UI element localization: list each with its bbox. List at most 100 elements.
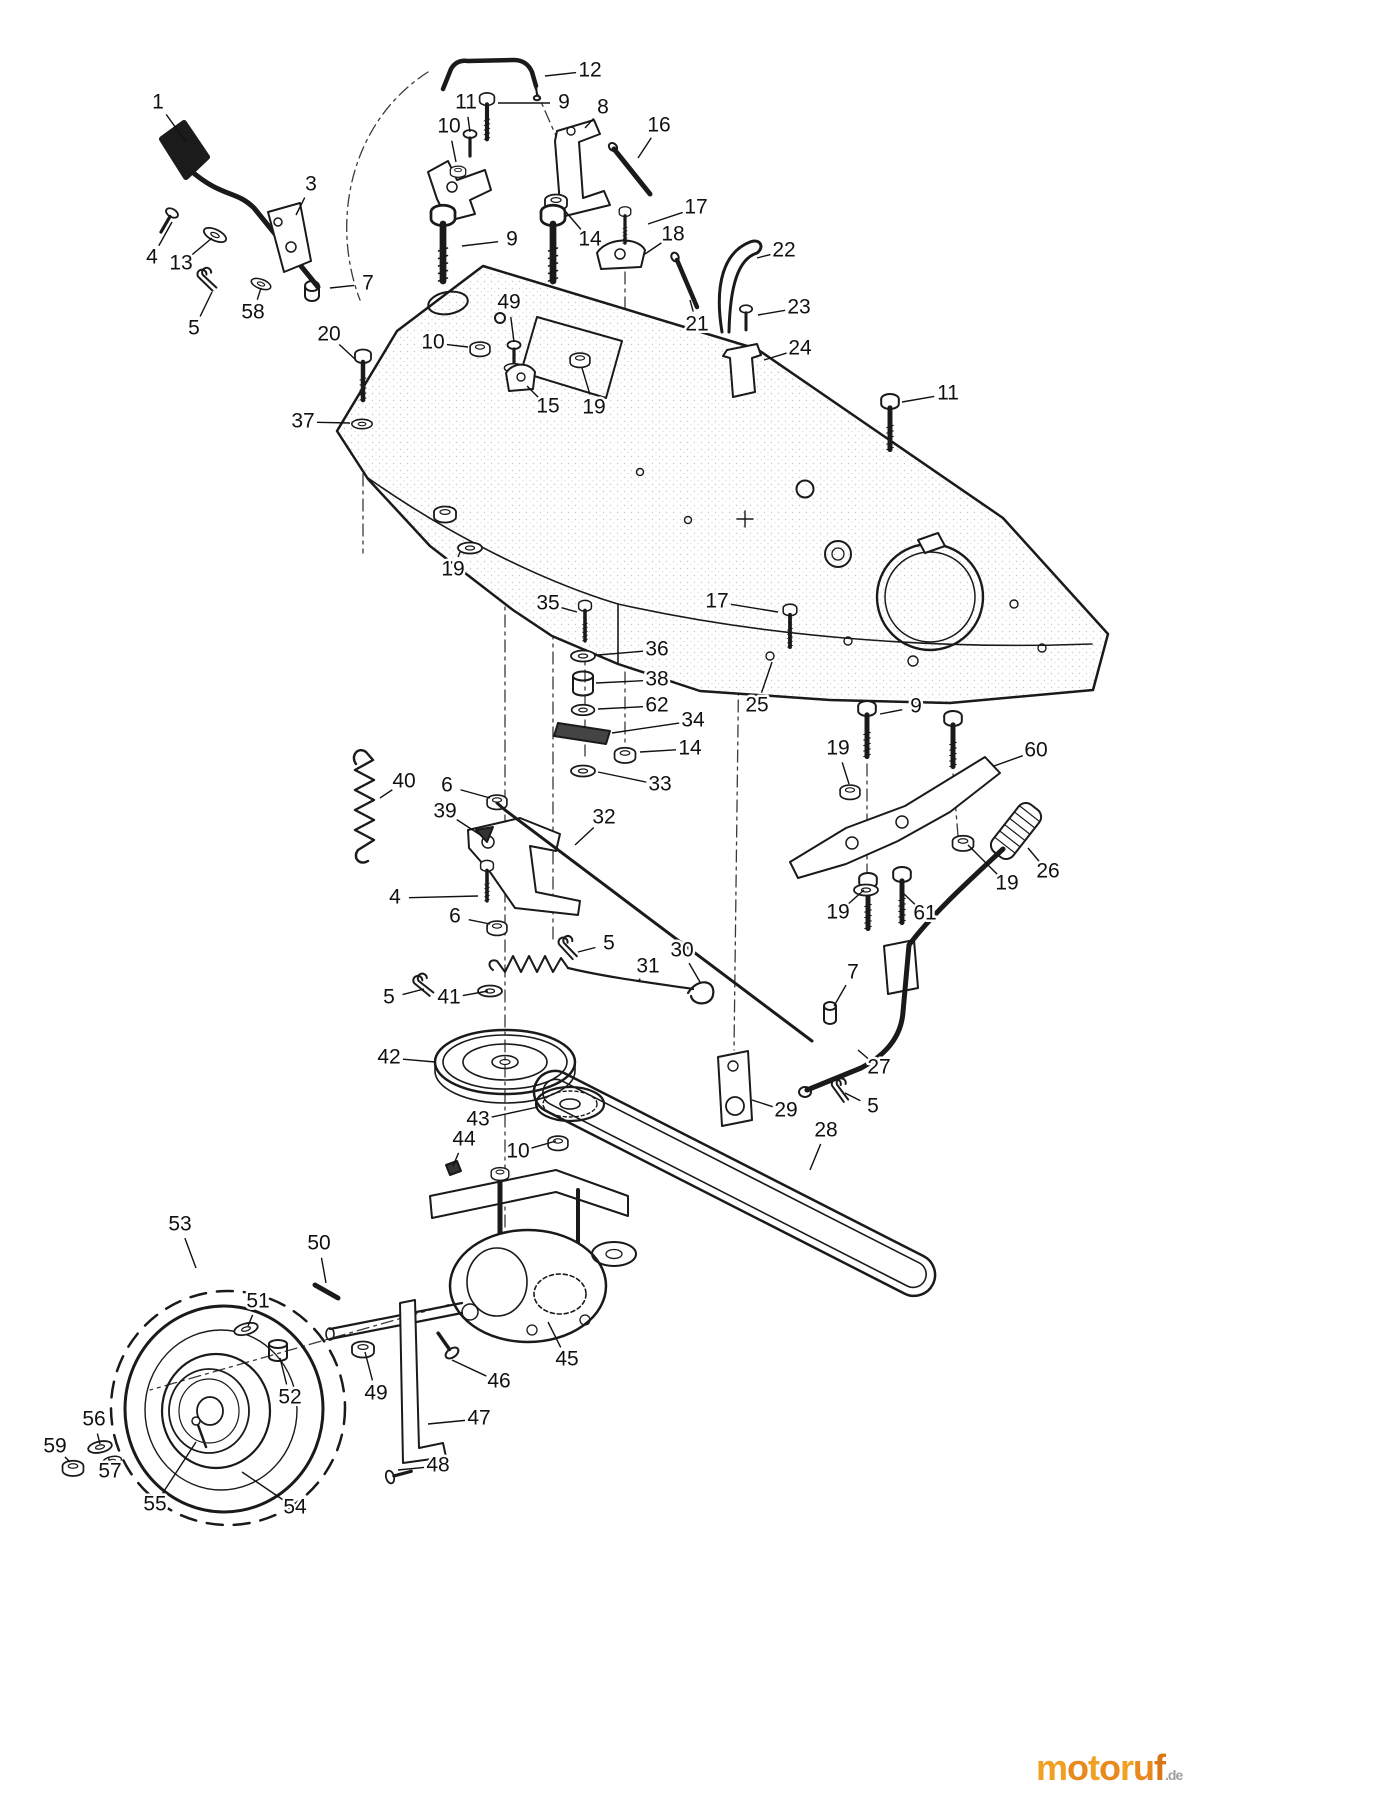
callout-61: 61 xyxy=(913,902,936,925)
leader-line-49 xyxy=(364,1351,374,1381)
nut-part-10 xyxy=(469,341,491,358)
callout-13: 13 xyxy=(169,252,192,275)
cotter-pin-part-5-mid xyxy=(553,932,583,962)
screw-part-23 xyxy=(738,303,754,332)
leader-line-1 xyxy=(165,113,187,143)
drive-belt-part-28 xyxy=(532,1069,937,1298)
callout-31: 31 xyxy=(636,955,659,978)
bolt-part-48 xyxy=(382,1463,415,1486)
callout-5: 5 xyxy=(188,317,200,340)
callout-4: 4 xyxy=(389,886,401,909)
frame-rect-cutout xyxy=(520,316,623,399)
leader-line-27 xyxy=(857,1049,869,1060)
bolt-part-61-b xyxy=(893,867,911,923)
washer-part-13 xyxy=(200,223,230,247)
leader-line-40 xyxy=(379,789,393,799)
callout-28: 28 xyxy=(814,1119,837,1142)
callout-15: 15 xyxy=(536,395,559,418)
logo-word: motoruf xyxy=(1036,1747,1166,1788)
brake-strap-part-47 xyxy=(399,1299,447,1464)
leader-line-5 xyxy=(199,291,213,317)
leader-line-32 xyxy=(574,827,595,846)
nut-part-14-mid xyxy=(613,746,637,764)
rim-part-55 xyxy=(168,1368,250,1454)
hook-part-30 xyxy=(686,981,715,1005)
callout-10: 10 xyxy=(506,1140,529,1163)
callout-56: 56 xyxy=(82,1408,105,1431)
leader-line-6 xyxy=(468,919,491,925)
callout-47: 47 xyxy=(467,1407,490,1430)
spring-part-40 xyxy=(352,749,376,864)
output-pulley xyxy=(591,1241,637,1267)
callout-19: 19 xyxy=(826,901,849,924)
leader-line-10 xyxy=(451,140,457,163)
pulley-belt-assembly xyxy=(312,1028,937,1301)
leader-line-29 xyxy=(751,1099,773,1108)
leader-line-60 xyxy=(993,755,1024,767)
callout-25: 25 xyxy=(745,694,768,717)
leader-line-21 xyxy=(689,299,694,312)
callout-9: 9 xyxy=(506,228,518,251)
callout-19: 19 xyxy=(826,737,849,760)
frame-edge-bracket xyxy=(917,532,946,554)
leader-line-54 xyxy=(241,1471,284,1501)
nut-part-49-bottom xyxy=(351,1340,375,1359)
callout-29: 29 xyxy=(774,1099,797,1122)
callout-5: 5 xyxy=(603,932,615,955)
callout-48: 48 xyxy=(426,1454,449,1477)
axle-shaft xyxy=(325,1301,464,1341)
nut-part-19-a xyxy=(569,352,591,369)
transaxle-housing-part-45 xyxy=(448,1228,608,1344)
leader-line-8 xyxy=(584,117,595,129)
leader-line-37 xyxy=(316,421,351,424)
callout-35: 35 xyxy=(536,592,559,615)
callout-36: 36 xyxy=(645,638,668,661)
callout-6: 6 xyxy=(449,905,461,928)
logo-suffix: .de xyxy=(1165,1767,1183,1783)
leader-line-55 xyxy=(162,1441,197,1494)
leader-line-49 xyxy=(510,316,515,343)
callout-58: 58 xyxy=(241,301,264,324)
bolt-part-61-a xyxy=(859,873,877,929)
lever-plate-part-60 xyxy=(789,756,1001,879)
callout-41: 41 xyxy=(437,986,460,1009)
nut-part-59 xyxy=(61,1459,85,1477)
logo-letter: o xyxy=(1067,1747,1089,1788)
washer-part-51 xyxy=(231,1319,261,1339)
leader-line-50 xyxy=(320,1257,327,1284)
bolt-part-9-top xyxy=(480,93,495,139)
leader-line-7 xyxy=(329,284,355,289)
washer-part-41 xyxy=(477,984,503,998)
strap-part-8 xyxy=(554,119,611,218)
leader-line-41 xyxy=(462,990,489,997)
motoruf-watermark[interactable]: motoruf.de xyxy=(1036,1747,1183,1795)
callout-7: 7 xyxy=(362,272,374,295)
callout-6: 6 xyxy=(441,774,453,797)
leader-line-35 xyxy=(561,607,578,613)
leader-line-31 xyxy=(637,978,641,983)
tire-part-54 xyxy=(123,1304,325,1514)
callout-43: 43 xyxy=(466,1108,489,1131)
leader-line-44 xyxy=(452,1152,460,1167)
transaxle-assembly xyxy=(325,1166,637,1486)
callout-17: 17 xyxy=(684,196,707,219)
callout-54: 54 xyxy=(283,1496,307,1519)
bracket-part-15 xyxy=(505,363,536,392)
leader-line-19 xyxy=(967,844,998,875)
callout-14: 14 xyxy=(578,228,602,251)
callout-4: 4 xyxy=(146,246,158,269)
nut-part-19-c xyxy=(839,784,861,801)
leader-line-16 xyxy=(637,137,652,159)
leader-line-14 xyxy=(565,211,582,230)
under-deck-fastener-stack xyxy=(553,598,799,778)
callout-11: 11 xyxy=(455,91,477,114)
hook-rod-part-22 xyxy=(717,239,763,334)
leader-line-43 xyxy=(491,1106,539,1118)
wheel-assembly xyxy=(61,1289,347,1527)
clip-part-18 xyxy=(596,239,646,270)
logo-letter: f xyxy=(1154,1747,1166,1788)
leader-line-25 xyxy=(760,661,773,693)
leader-line-47 xyxy=(427,1419,466,1425)
callout-53: 53 xyxy=(168,1213,191,1236)
